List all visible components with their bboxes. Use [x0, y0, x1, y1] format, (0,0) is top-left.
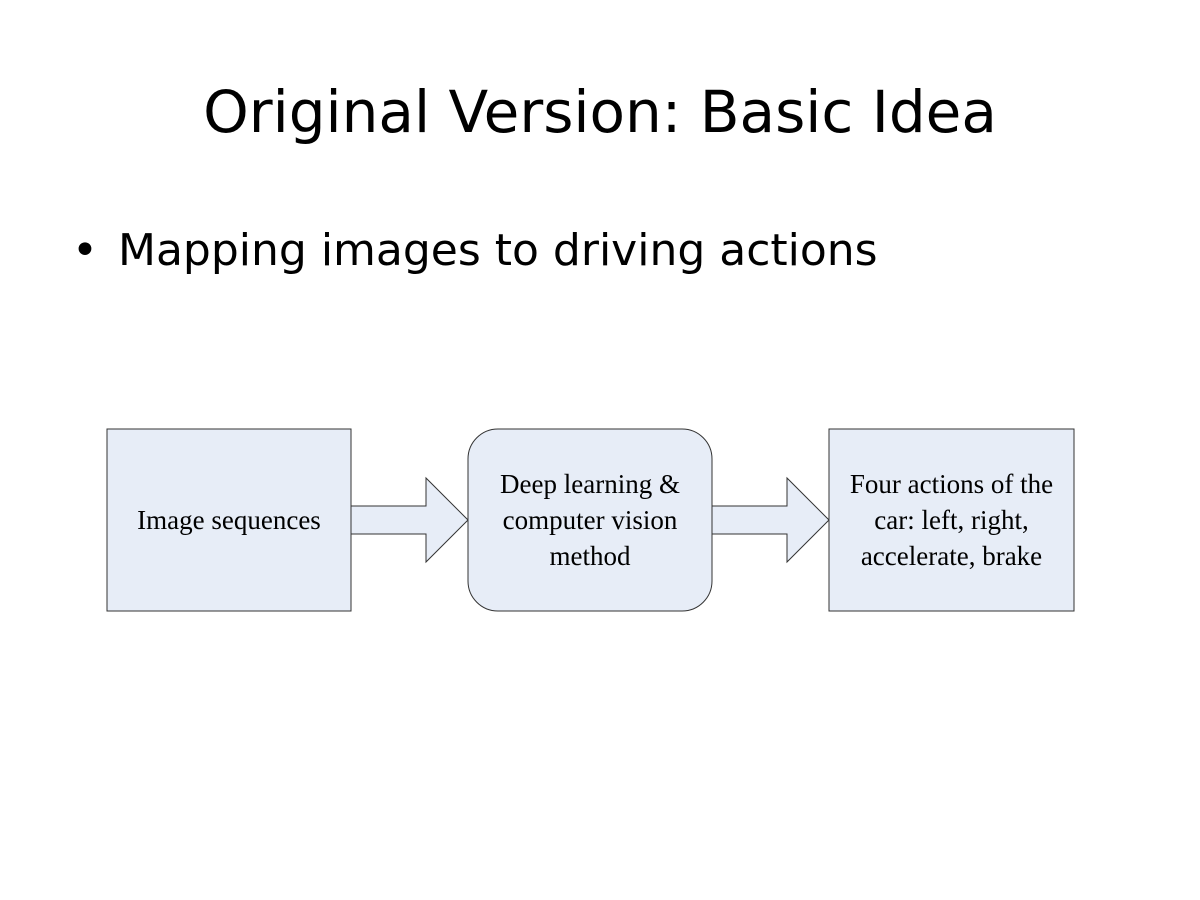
arrow-1 [350, 476, 469, 564]
bullet-marker: • [72, 224, 98, 276]
bullet-item: • Mapping images to driving actions [72, 220, 878, 280]
node-deep-learning-method-label: Deep learning & computer vision method [500, 469, 680, 571]
arrow-2 [711, 476, 830, 564]
bullet-text: Mapping images to driving actions [118, 224, 878, 276]
slide-title: Original Version: Basic Idea [203, 78, 997, 146]
node-four-actions-label: Four actions of the car: left, right, ac… [849, 469, 1054, 571]
node-image-sequences-label: Image sequences [137, 505, 321, 535]
node-four-actions-box [828, 428, 1075, 612]
